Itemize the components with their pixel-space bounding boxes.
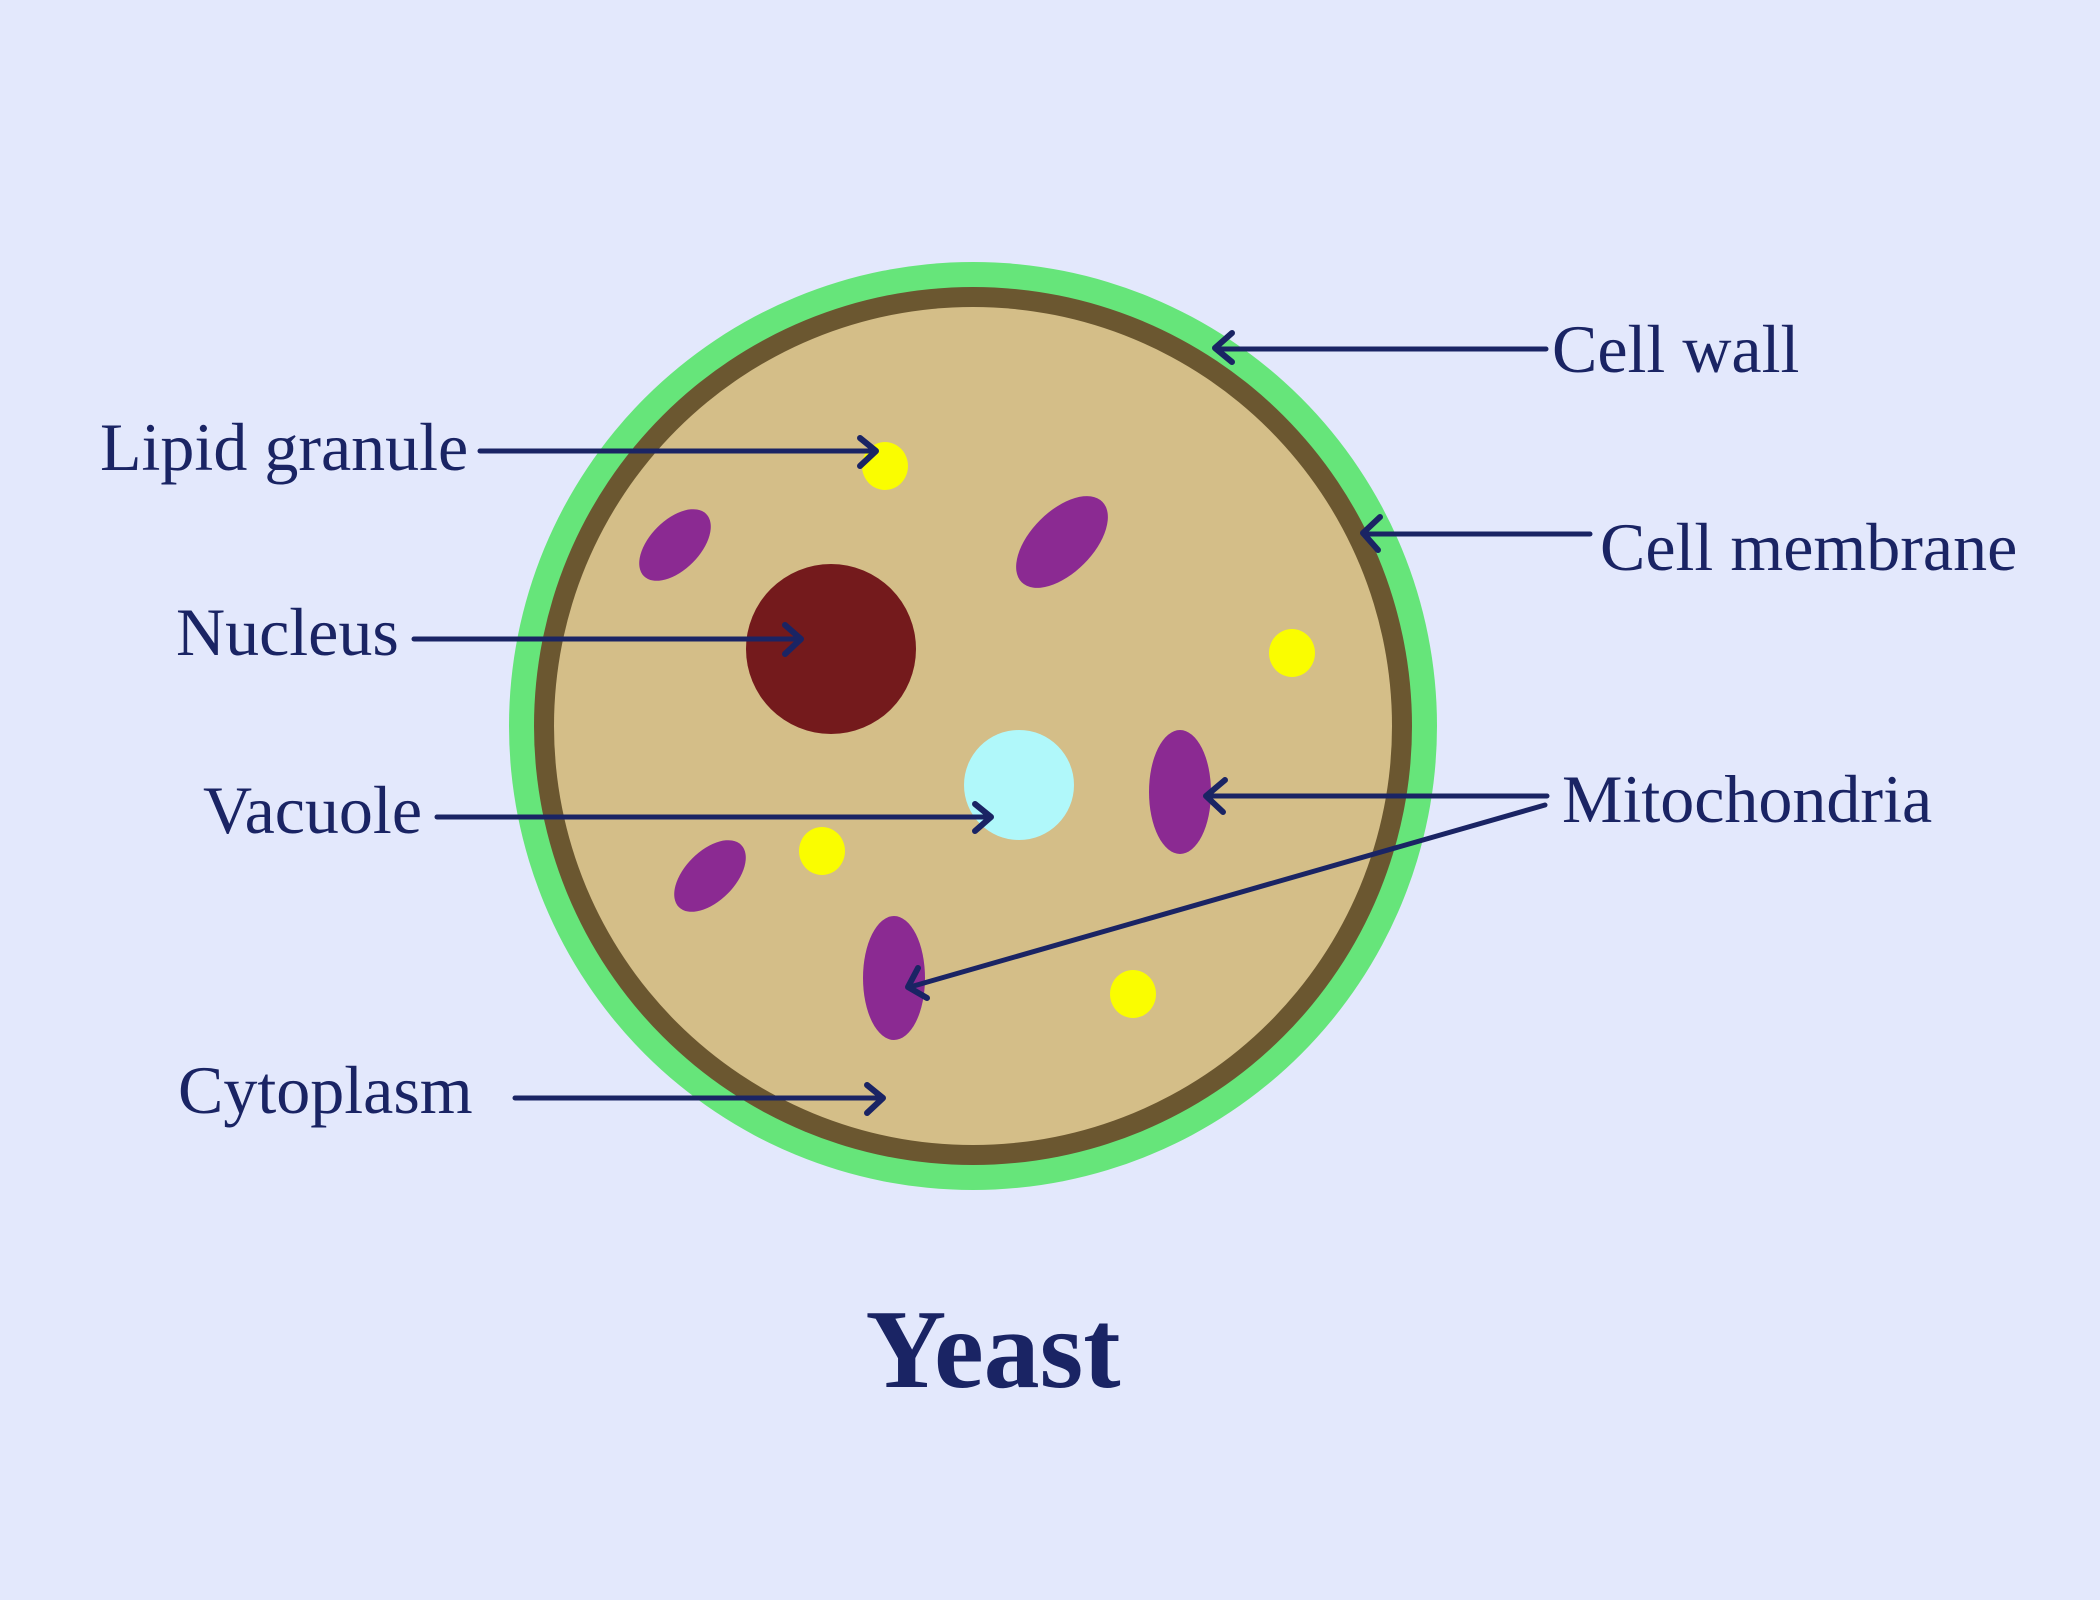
- label-lipid-granule: Lipid granule: [100, 409, 468, 485]
- nucleus-arrowhead-icon: [782, 622, 804, 657]
- vacuole-arrowhead-icon: [972, 801, 994, 834]
- yeast-cell: [509, 262, 1437, 1190]
- label-nucleus: Nucleus: [176, 594, 399, 670]
- lipid-granule-arrowhead-icon: [857, 435, 879, 469]
- leader-lines: [411, 330, 1593, 1116]
- cell-wall-arrowhead-icon: [1212, 330, 1235, 365]
- mitochondrion: [863, 916, 925, 1040]
- lipid-granule: [799, 827, 845, 875]
- cytoplasm-arrowhead-icon: [864, 1082, 886, 1116]
- mitochondria-upper-arrowhead-icon: [1203, 777, 1228, 815]
- mitochondrion: [674, 840, 746, 912]
- mitochondria-leader-line-lower: [907, 802, 1548, 990]
- mitochondrion: [639, 509, 711, 581]
- lipid-granule: [1110, 970, 1156, 1018]
- diagram-title: Yeast: [865, 1288, 1120, 1412]
- label-cytoplasm: Cytoplasm: [178, 1052, 473, 1128]
- mitochondria-lower-arrowhead-icon: [905, 965, 930, 1001]
- label-mitochondria: Mitochondria: [1562, 761, 1932, 837]
- mitochondrion: [1016, 496, 1108, 588]
- cytoplasm: [554, 307, 1392, 1145]
- labels: Lipid granule Nucleus Vacuole Cytoplasm …: [100, 311, 2017, 1128]
- label-cell-membrane: Cell membrane: [1600, 509, 2017, 585]
- cell-membrane-arrowhead-icon: [1360, 514, 1383, 553]
- nucleus: [746, 564, 916, 734]
- label-vacuole: Vacuole: [203, 772, 422, 848]
- label-cell-wall: Cell wall: [1552, 311, 1799, 387]
- lipid-granule: [1269, 629, 1315, 677]
- mitochondrion: [1149, 730, 1211, 854]
- vacuole: [964, 730, 1074, 840]
